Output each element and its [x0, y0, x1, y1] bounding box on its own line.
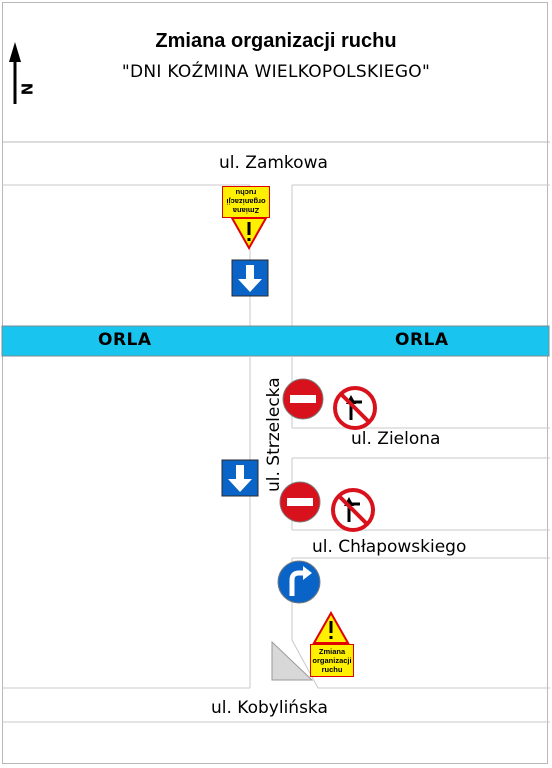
- one-way-arrow-down-icon: [231, 259, 269, 297]
- route-change-plate-bottom: Zmiana organizacji ruchu: [310, 644, 354, 677]
- orla-road: [1, 325, 550, 357]
- warning-triangle-icon: [312, 610, 350, 644]
- turn-right-mandatory-icon: [277, 560, 321, 604]
- traffic-island-icon: [271, 640, 314, 681]
- no-entry-icon: [282, 378, 324, 420]
- route-change-plate-top: Zmiana organizacji ruchu: [222, 186, 270, 218]
- street-label-strzelecka: ul. Strzelecka: [264, 377, 284, 492]
- no-left-turn-icon: [331, 488, 375, 532]
- north-arrow-icon: [9, 42, 21, 104]
- street-label-zamkowa: ul. Zamkowa: [219, 153, 328, 173]
- no-entry-icon: [279, 481, 321, 523]
- warning-triangle-icon: [230, 217, 268, 251]
- page-subtitle: "DNI KOŹMINA WIELKOPOLSKIEGO": [121, 62, 431, 82]
- street-label-orla-left: ORLA: [98, 330, 152, 350]
- no-left-turn-icon: [333, 386, 377, 430]
- page-title: Zmiana organizacji ruchu: [155, 30, 397, 52]
- street-label-orla-right: ORLA: [395, 330, 449, 350]
- one-way-arrow-down-icon: [221, 459, 259, 497]
- street-label-zielona: ul. Zielona: [351, 429, 441, 449]
- street-label-chlapowskiego: ul. Chłapowskiego: [312, 537, 467, 557]
- street-label-kobylinska: ul. Kobylińska: [211, 698, 328, 718]
